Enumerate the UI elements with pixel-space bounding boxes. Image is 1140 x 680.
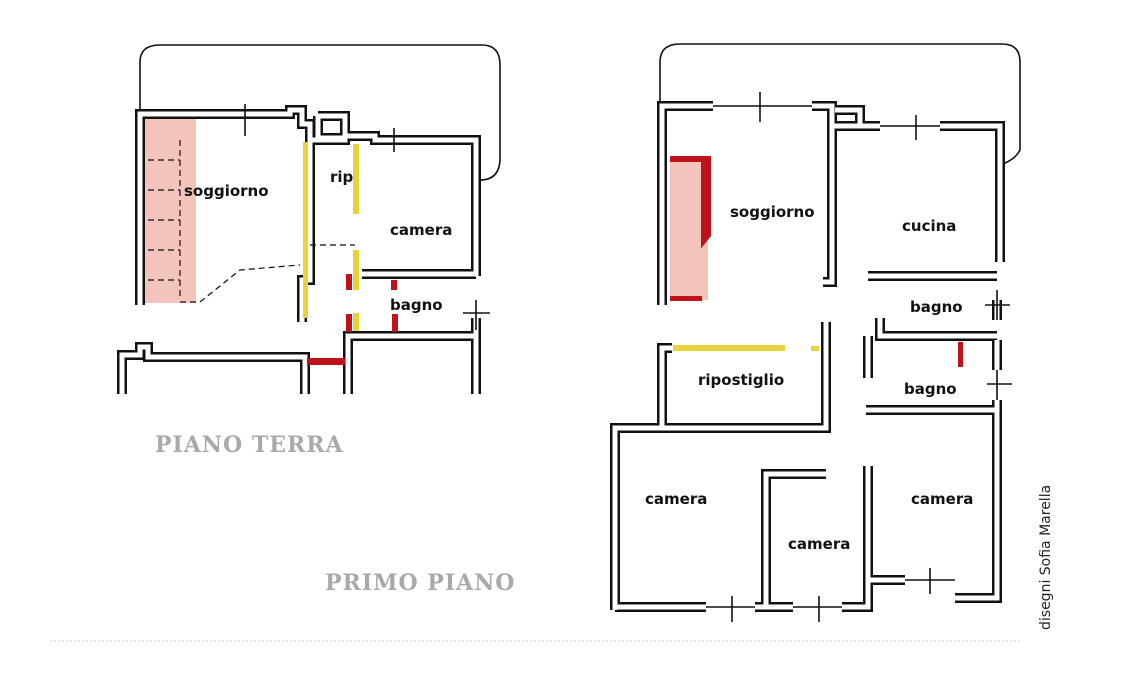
new-wall — [303, 142, 308, 318]
demolished-wall — [391, 280, 397, 290]
room-label: bagno — [910, 298, 963, 316]
open-area-outline — [180, 244, 355, 303]
staircase — [144, 118, 196, 303]
ground-floor-plan: soggiorno rip camera bagno — [122, 44, 501, 394]
window-marks — [706, 92, 1012, 622]
room-label: cucina — [902, 217, 956, 235]
first-floor-plan: soggiorno cucina bagno bagno ripostiglio… — [615, 43, 1021, 622]
room-label: ripostiglio — [698, 371, 784, 389]
terrace-outline — [659, 43, 1021, 166]
room-label: bagno — [904, 380, 957, 398]
room-label: rip — [330, 168, 354, 186]
room-label: soggiorno — [730, 203, 815, 221]
demolished-wall — [307, 358, 345, 365]
room-label: camera — [645, 490, 707, 508]
room-label: soggiorno — [184, 182, 269, 200]
room-label: bagno — [390, 296, 443, 314]
new-wall — [353, 313, 359, 331]
new-wall — [353, 250, 359, 290]
new-wall — [673, 345, 785, 351]
stair-outline — [148, 140, 181, 300]
demolished-wall — [958, 342, 963, 367]
demolished-wall — [346, 274, 352, 290]
new-wall — [353, 144, 359, 214]
drawing-credit: disegni Sofia Marella — [1038, 485, 1054, 630]
room-label: camera — [788, 535, 850, 553]
demolished-wall — [670, 296, 702, 301]
new-wall — [811, 346, 819, 351]
demolished-wall — [346, 314, 352, 332]
room-label: camera — [911, 490, 973, 508]
demolished-wall — [670, 156, 711, 249]
demolished-wall — [392, 314, 398, 332]
window-marks — [244, 104, 490, 330]
first-floor-title: PRIMO PIANO — [325, 570, 515, 596]
terrace-outline — [139, 44, 501, 181]
room-label: camera — [390, 221, 452, 239]
ground-floor-title: PIANO TERRA — [155, 432, 344, 458]
